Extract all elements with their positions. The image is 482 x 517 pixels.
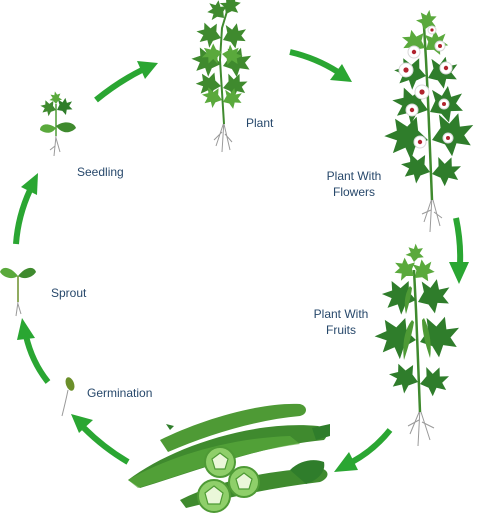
fruiting-plant-illustration [371,242,466,447]
label-plant: Plant [246,116,274,130]
flower-group [398,25,454,149]
label-seedling: Seedling [77,165,124,179]
plant-illustration [188,0,256,153]
arrow-fruits-to-okra [334,428,393,472]
label-plant-with-fruits: Plant With Fruits [305,306,377,338]
label-plant-with-flowers: Plant With Flowers [318,168,390,200]
label-sprout: Sprout [51,286,87,300]
arrow-germination-to-sprout [17,318,51,384]
sprout-illustration [0,267,36,317]
arrow-sprout-to-seedling [13,173,38,245]
flowering-plant-illustration [381,6,480,233]
label-plant-with-fruits-line1: Plant With [313,307,369,321]
seedling-illustration [37,91,77,157]
okra-pods-on-plant [403,286,431,360]
okra-slices [197,446,260,513]
germinating-seed-illustration [61,377,75,417]
label-plant-with-fruits-line2: Fruits [326,323,356,337]
label-plant-with-flowers-line1: Plant With [326,169,382,183]
arrow-okra-to-germination [71,414,130,465]
arrow-flowers-to-fruits [449,217,469,284]
arrow-plant-to-flowers [289,49,352,82]
harvested-okra-illustration [128,403,330,513]
arrow-seedling-to-plant [94,61,158,103]
label-plant-with-flowers-line2: Flowers [332,185,375,199]
cycle-arrows [13,49,469,472]
label-germination: Germination [87,386,153,400]
